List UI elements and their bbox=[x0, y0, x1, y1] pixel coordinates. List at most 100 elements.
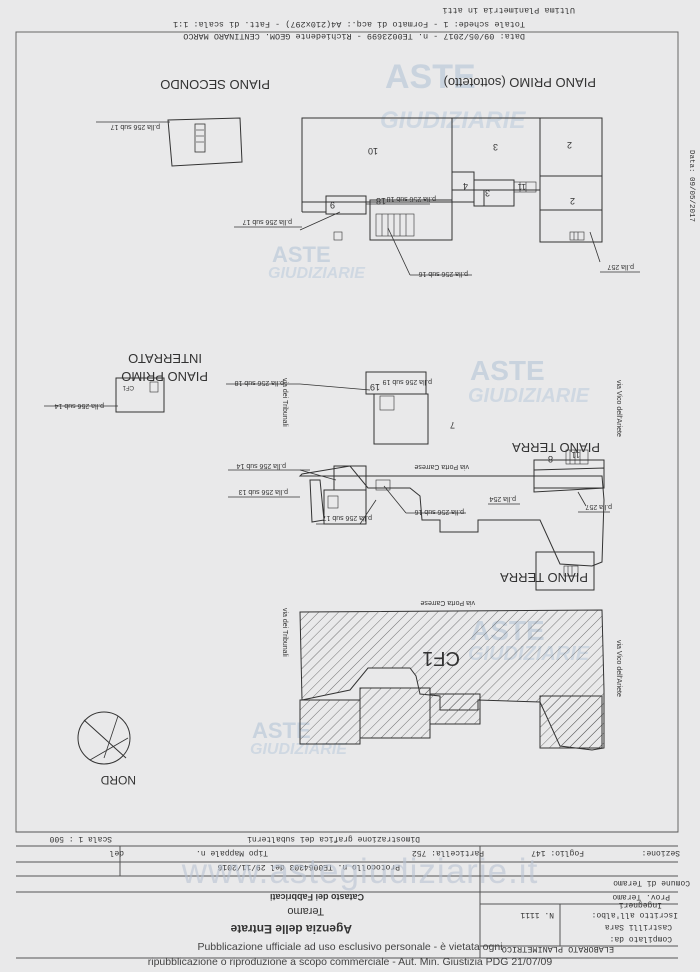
svg-text:7: 7 bbox=[450, 420, 455, 430]
label-via-vico-ariete-1: via Vico dell'Ariete bbox=[615, 640, 622, 697]
aste-watermark-2: ASTE GIUDIZIARIE bbox=[268, 242, 366, 282]
title-block-text: ELABORATO PLANIMETRICO Compilato da: Cas… bbox=[49, 834, 690, 954]
svg-text:p.lla 257: p.lla 257 bbox=[585, 503, 612, 510]
svg-text:Ultima Planimetria in atti: Ultima Planimetria in atti bbox=[442, 5, 575, 15]
svg-text:Sezione:: Sezione: bbox=[642, 848, 680, 857]
svg-text:19: 19 bbox=[370, 382, 380, 392]
label-sub17-top: p.lla 256 sub 17 bbox=[110, 123, 160, 130]
svg-text:Catasto dei Fabbricati: Catasto dei Fabbricati bbox=[270, 892, 364, 902]
svg-text:Teramo: Teramo bbox=[287, 905, 324, 917]
svg-text:Tipo Mappale n.: Tipo Mappale n. bbox=[196, 848, 268, 857]
svg-text:Iscritto all'albo:: Iscritto all'albo: bbox=[592, 910, 678, 919]
svg-text:via Vico dell'Ariete: via Vico dell'Ariete bbox=[615, 640, 622, 697]
svg-text:CF1: CF1 bbox=[122, 384, 134, 390]
svg-text:p.lla 257: p.lla 257 bbox=[607, 263, 634, 270]
svg-text:p.lla 256 sub 17: p.lla 256 sub 17 bbox=[242, 218, 292, 225]
svg-text:Prov. Teramo: Prov. Teramo bbox=[612, 892, 670, 901]
svg-text:Particella: 752: Particella: 752 bbox=[412, 848, 484, 857]
svg-text:p.lla 256 sub 14: p.lla 256 sub 14 bbox=[236, 462, 286, 469]
stairs-sottotetto bbox=[333, 181, 585, 241]
svg-text:PIANO TERRA: PIANO TERRA bbox=[500, 570, 588, 585]
label-piano-terra-2: PIANO TERRA bbox=[512, 440, 600, 455]
label-via-porta-carrese-1: via Porta Carrese bbox=[420, 599, 475, 606]
svg-text:Totale schede: 1 - Formato di: Totale schede: 1 - Formato di acq.: A4(2… bbox=[173, 19, 525, 29]
svg-text:Ingegneri: Ingegneri bbox=[619, 900, 662, 909]
svg-text:9: 9 bbox=[330, 200, 335, 210]
svg-text:ELABORATO PLANIMETRICO: ELABORATO PLANIMETRICO bbox=[502, 944, 614, 954]
top-caption: Data: 09/05/2017 - n. TE0023699 - Richie… bbox=[173, 5, 575, 41]
svg-text:p.lla 256 sub 13: p.lla 256 sub 13 bbox=[238, 488, 288, 495]
svg-text:2: 2 bbox=[570, 196, 575, 206]
svg-text:via Porta Carrese: via Porta Carrese bbox=[420, 599, 475, 606]
svg-text:Foglio: 147: Foglio: 147 bbox=[531, 848, 584, 857]
plan-piano-terra-1 bbox=[299, 609, 605, 751]
svg-text:N. 1111: N. 1111 bbox=[520, 910, 554, 919]
plan-piano-primo-interrato bbox=[115, 377, 165, 413]
label-piano-terra-1: PIANO TERRA bbox=[500, 570, 588, 585]
label-sub14-interrato: p.lla 256 sub 14 CF1 bbox=[54, 384, 134, 409]
svg-text:del: del bbox=[109, 848, 124, 857]
aste-watermark-3: ASTE GIUDIZIARIE bbox=[468, 355, 590, 407]
svg-text:NORD: NORD bbox=[100, 773, 136, 787]
leaders-piano-terra-2 bbox=[226, 383, 610, 525]
svg-text:p.lla 256 sub 18: p.lla 256 sub 18 bbox=[234, 379, 284, 386]
svg-text:Dimostrazione grafica dei suba: Dimostrazione grafica dei subalterni bbox=[247, 834, 420, 843]
title-block bbox=[16, 831, 678, 959]
labels-sottotetto: p.lla 256 sub 17 p.lla 256 sub 16 p.lla … bbox=[242, 195, 634, 277]
svg-text:p.lla 256 sub 16: p.lla 256 sub 16 bbox=[418, 270, 468, 277]
side-caption: Data: 09/05/2017 bbox=[687, 150, 695, 222]
svg-text:11: 11 bbox=[517, 182, 526, 191]
svg-text:p.lla 256 sub 17: p.lla 256 sub 17 bbox=[322, 514, 372, 521]
svg-text:PIANO TERRA: PIANO TERRA bbox=[512, 440, 600, 455]
svg-text:Agenzia delle Entrate: Agenzia delle Entrate bbox=[230, 922, 352, 936]
label-piano-secondo: PIANO SECONDO bbox=[160, 77, 270, 92]
svg-text:Compilato da:: Compilato da: bbox=[610, 934, 672, 943]
svg-text:via dei Tribunali: via dei Tribunali bbox=[281, 378, 288, 427]
svg-text:p.lla 256 sub 19: p.lla 256 sub 19 bbox=[382, 378, 432, 385]
footer-notice: Pubblicazione ufficiale ad uso esclusivo… bbox=[0, 940, 700, 970]
svg-text:p.lla 254: p.lla 254 bbox=[489, 495, 516, 502]
svg-text:INTERRATO: INTERRATO bbox=[128, 351, 202, 366]
svg-text:2: 2 bbox=[567, 140, 572, 150]
svg-text:ASTE: ASTE bbox=[385, 58, 476, 96]
label-piano-primo-interrato: PIANO PRIMO INTERRATO bbox=[121, 351, 208, 384]
label-via-tribunali-1: via dei Tribunali bbox=[281, 608, 288, 657]
svg-text:GIUDIZIARIE: GIUDIZIARIE bbox=[250, 741, 348, 758]
footer-line-2: ripubblicazione o riproduzione a scopo c… bbox=[147, 956, 553, 968]
room-numbers-sottotetto: 10 3 2 2 4 3 9 11 bbox=[330, 140, 575, 210]
svg-text:10: 10 bbox=[368, 146, 378, 156]
svg-text:Scala 1 : 500: Scala 1 : 500 bbox=[49, 834, 112, 843]
svg-text:p.lla 256 sub 17: p.lla 256 sub 17 bbox=[110, 123, 160, 130]
svg-text:p.lla 256 sub 18: p.lla 256 sub 18 bbox=[386, 195, 436, 202]
svg-text:Protocollo n. TE0064303 del 29: Protocollo n. TE0064303 del 29/11/2016 bbox=[217, 862, 400, 871]
svg-text:GIUDIZIARIE: GIUDIZIARIE bbox=[468, 385, 590, 407]
label-via-vico-ariete-2: via Vico dell'Ariete bbox=[615, 380, 622, 437]
stairs-piano-terra-2 bbox=[327, 395, 589, 577]
svg-text:Castrilli Sara: Castrilli Sara bbox=[605, 922, 672, 931]
svg-text:PIANO PRIMO (sottotetto): PIANO PRIMO (sottotetto) bbox=[444, 75, 596, 90]
svg-text:GIUDIZIARIE: GIUDIZIARIE bbox=[380, 107, 526, 134]
svg-text:11: 11 bbox=[571, 450, 580, 459]
label-via-porta-carrese-2: via Porta Carrese bbox=[414, 463, 469, 470]
labels-piano-terra-2: p.lla 256 sub 18 p.lla 256 sub 19 p.lla … bbox=[234, 378, 612, 521]
svg-text:p.lla 256 sub 16: p.lla 256 sub 16 bbox=[414, 508, 464, 515]
svg-text:Data: 09/05/2017: Data: 09/05/2017 bbox=[687, 150, 695, 222]
svg-text:PIANO SECONDO: PIANO SECONDO bbox=[160, 77, 270, 92]
plan-piano-secondo bbox=[167, 117, 243, 167]
leaders-sottotetto bbox=[234, 203, 640, 276]
svg-text:p.lla 256 sub 14: p.lla 256 sub 14 bbox=[54, 402, 104, 409]
label-via-tribunali-2: via dei Tribunali bbox=[281, 378, 288, 427]
svg-text:PIANO PRIMO: PIANO PRIMO bbox=[121, 369, 208, 384]
north-arrow: NORD bbox=[77, 711, 136, 787]
svg-text:4: 4 bbox=[463, 181, 468, 191]
svg-text:via Porta Carrese: via Porta Carrese bbox=[414, 463, 469, 470]
plan-piano-primo-sottotetto bbox=[301, 117, 603, 243]
label-cf1-big: CF1 bbox=[422, 647, 460, 669]
svg-text:ASTE: ASTE bbox=[470, 355, 545, 386]
svg-text:ASTE: ASTE bbox=[272, 242, 331, 267]
footer-line-1: Pubblicazione ufficiale ad uso esclusivo… bbox=[197, 941, 503, 953]
svg-text:3: 3 bbox=[493, 142, 498, 152]
room-numbers-piano-terra-2: 7 8 11 19 bbox=[370, 382, 580, 464]
aste-watermark-1: ASTE GIUDIZIARIE bbox=[380, 58, 526, 134]
